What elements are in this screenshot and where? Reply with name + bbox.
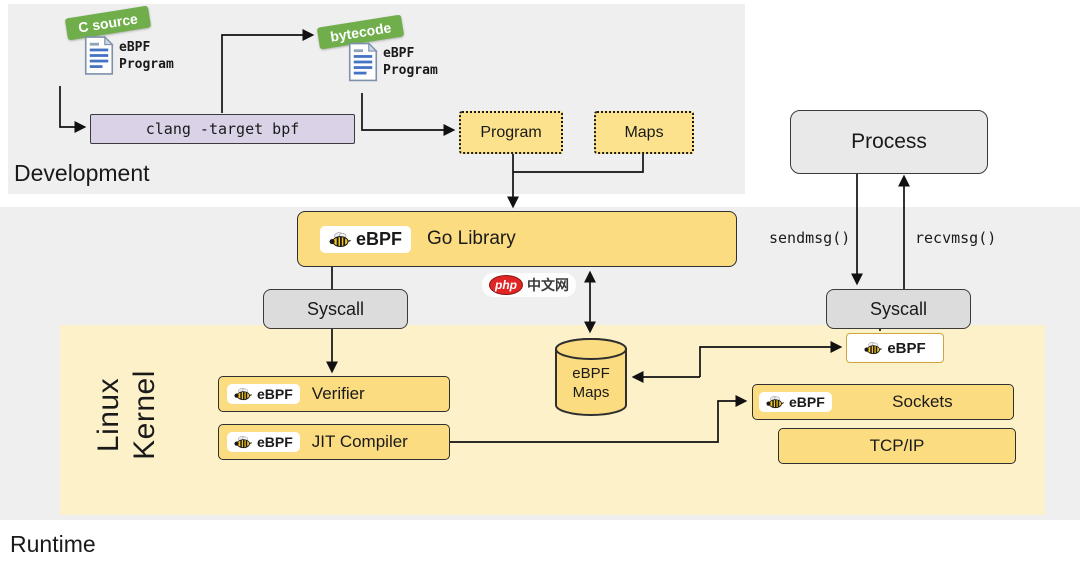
ebpf-logo: eBPF <box>227 384 300 404</box>
ebpf-logo-text: eBPF <box>356 228 403 249</box>
maps-cylinder-label: eBPF Maps <box>553 364 629 402</box>
maps-cylinder-line2: Maps <box>572 384 610 401</box>
process-box: Process <box>790 110 988 174</box>
bytecode-doc-label-line1: eBPF <box>383 46 415 61</box>
go-library-label: Go Library <box>427 228 516 249</box>
bytecode-doc-label: eBPF Program <box>383 45 438 79</box>
source-doc-label-line2: Program <box>119 57 174 72</box>
go-library-box: eBPF Go Library <box>297 211 737 267</box>
ebpf-logo-text: eBPF <box>789 394 825 410</box>
runtime-section-label: Runtime <box>10 531 96 557</box>
document-icon <box>348 40 378 84</box>
linux-kernel-label-line2: Kernel <box>128 370 161 460</box>
bee-icon <box>766 395 784 409</box>
database-cylinder-icon <box>555 338 627 416</box>
source-doc-label-line1: eBPF <box>119 40 151 55</box>
ebpf-logo-text: eBPF <box>887 339 926 357</box>
php-logo-icon: php <box>489 275 523 295</box>
verifier-label: Verifier <box>311 384 365 403</box>
program-dashed-box: Program <box>459 111 563 154</box>
bee-icon <box>864 341 882 355</box>
watermark: php 中文网 <box>482 273 576 297</box>
jit-compiler-box: eBPF JIT Compiler <box>218 424 450 460</box>
maps-dashed-box: Maps <box>594 111 694 154</box>
document-icon <box>84 32 114 79</box>
syscall-box-left: Syscall <box>263 289 408 329</box>
ebpf-logo-text: eBPF <box>257 386 293 402</box>
ebpf-logo: eBPF <box>759 392 832 412</box>
ebpf-logo: eBPF <box>227 432 300 452</box>
bee-icon <box>329 231 351 248</box>
bee-icon <box>234 387 252 401</box>
development-section-label: Development <box>14 160 150 186</box>
bytecode-doc-label-line2: Program <box>383 63 438 78</box>
maps-cylinder-line1: eBPF <box>572 365 610 382</box>
ebpf-logo-text: eBPF <box>257 434 293 450</box>
jit-compiler-label: JIT Compiler <box>311 432 408 451</box>
clang-command-box: clang -target bpf <box>90 114 355 144</box>
source-doc-label: eBPF Program <box>119 39 174 73</box>
sockets-label: Sockets <box>892 392 953 411</box>
sockets-box: eBPF Sockets <box>752 384 1014 420</box>
syscall-box-right: Syscall <box>826 289 971 329</box>
verifier-box: eBPF Verifier <box>218 376 450 412</box>
linux-kernel-label-line1: Linux <box>92 377 125 453</box>
watermark-text: 中文网 <box>527 277 569 293</box>
recvmsg-label: recvmsg() <box>915 229 997 247</box>
bee-icon <box>234 435 252 449</box>
ebpf-program-box: eBPF <box>846 333 944 363</box>
ebpf-logo: eBPF <box>320 225 412 253</box>
linux-kernel-label: Linux Kernel <box>91 325 169 505</box>
tcpip-box: TCP/IP <box>778 428 1016 464</box>
sendmsg-label: sendmsg() <box>769 229 851 247</box>
